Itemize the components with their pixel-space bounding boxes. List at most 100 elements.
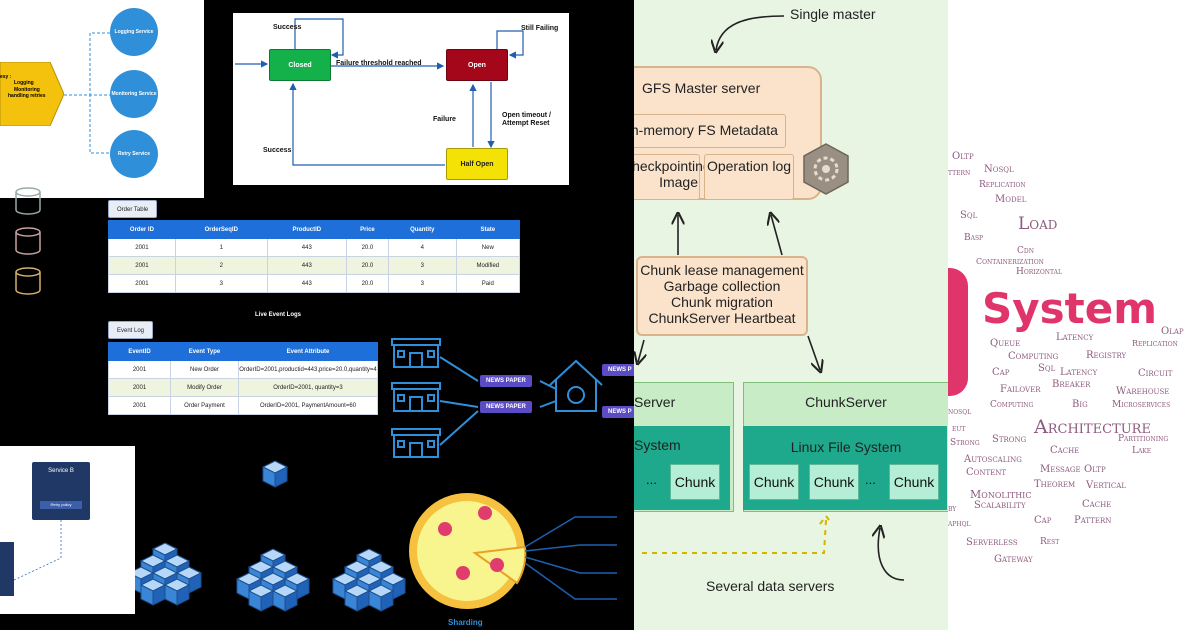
newspaper-houses-diagram — [391, 338, 603, 458]
table-cell: 2001 — [108, 378, 171, 397]
cloud-word: Cap — [992, 367, 1010, 378]
table-cell: 2 — [174, 256, 268, 275]
table-cell: Modified — [455, 256, 521, 275]
order-table: Order ID OrderSeqID ProductID Price Quan… — [108, 220, 521, 293]
cloud-word: Scalability — [974, 500, 1026, 511]
table-cell: 443 — [266, 256, 347, 275]
pink-shape — [948, 268, 968, 396]
retry-service-circle: Retry Service — [110, 130, 158, 178]
table-row: 2001 2 443 20.0 3 Modified — [108, 256, 521, 275]
table-row: 2001 Order Payment OrderID=2001, Payment… — [108, 396, 378, 415]
chunk-block: Chunk — [749, 464, 799, 500]
duty-item: Chunk migration — [671, 294, 773, 310]
yellow-shape-text: esy : Logging Monitoring handling retrie… — [0, 74, 58, 99]
event-log-header-row: EventID Event Type Event Attribute — [108, 342, 378, 361]
metadata-box — [634, 114, 786, 148]
gfs-arrows — [634, 15, 905, 581]
cloud-word: Containerization — [976, 257, 1044, 266]
distribution-house-icon — [549, 359, 603, 412]
chunkserver-right-title: ChunkServer — [805, 394, 887, 410]
cloud-word: Vertical — [1086, 480, 1126, 491]
checkpoint-label: Checkpointing Image — [634, 158, 711, 191]
cloud-word: Theorem — [1034, 479, 1076, 490]
order-header-order-id: Order ID — [108, 220, 176, 239]
chunkserver-left-title: Server — [634, 394, 676, 410]
oplog-label: Operation log — [706, 158, 792, 174]
live-event-logs-label: Live Event Logs — [255, 312, 302, 318]
single-master-note: Single master — [790, 6, 876, 22]
chunk-ellipsis: ... — [646, 472, 657, 487]
cloud-word: by — [948, 504, 957, 513]
table-cell: 2001 — [108, 274, 176, 293]
gfs-master-title: GFS Master server — [642, 80, 761, 96]
cloud-word: Strong — [950, 438, 980, 448]
cube-clusters — [135, 460, 406, 612]
monitoring-service-circle: Monitoring Service — [110, 70, 158, 118]
control-plane-box — [0, 542, 14, 596]
yellow-line-2: Logging — [14, 80, 34, 87]
table-cell: 20.0 — [345, 256, 389, 275]
duty-item: ChunkServer Heartbeat — [648, 310, 796, 326]
order-header-state: State — [455, 220, 521, 239]
cloud-word: Basp — [964, 233, 984, 243]
cloud-word: Failover — [1000, 384, 1041, 395]
service-b-title: Service B — [48, 468, 74, 474]
event-log-table: EventID Event Type Event Attribute 2001 … — [108, 342, 378, 415]
cloud-word: Model — [995, 194, 1027, 205]
newspaper-badge: NEWS PAPER — [480, 401, 532, 413]
newspaper-badge-cropped: NEWS P — [602, 406, 638, 418]
cloud-word: Cache — [1082, 499, 1112, 510]
success-top-label: Success — [273, 24, 302, 31]
table-row: 2001 1 443 20.0 4 New — [108, 238, 521, 257]
cloud-word: Replication — [979, 180, 1026, 190]
timeout-label: Open timeout / Attempt Reset — [502, 112, 551, 128]
database-cylinders — [15, 187, 41, 295]
still-failing-label: Still Failing — [521, 25, 559, 32]
table-cell: Modify Order — [170, 378, 239, 397]
cloud-word: Partitioning — [1118, 434, 1169, 444]
logging-service-circle: Logging Service — [110, 8, 158, 56]
cloud-word: Monolithic — [970, 488, 1032, 501]
cloud-word: Sql — [960, 210, 978, 221]
table-cell: New — [455, 238, 521, 257]
cloud-word: Autoscaling — [964, 454, 1022, 465]
table-cell: OrderID=2001,productid=443,price=20.0,qu… — [238, 360, 378, 379]
table-cell: 3 — [174, 274, 268, 293]
duty-item: Chunk lease management — [640, 262, 804, 278]
cloud-word: Oltp — [1084, 464, 1106, 475]
word-architecture: Architecture — [1034, 416, 1151, 438]
table-cell: 2001 — [108, 256, 176, 275]
cloud-word: Serverless — [966, 537, 1018, 548]
chunk-block: Chunk — [670, 464, 720, 500]
yellow-line-4: handling retries — [8, 92, 46, 99]
duty-item: Garbage collection — [663, 278, 781, 294]
oplog-box — [704, 154, 794, 200]
house-icon — [391, 428, 441, 458]
failure-label: Failure — [433, 116, 456, 123]
chunk-ellipsis: ... — [865, 472, 876, 487]
cloud-word: Strong — [992, 434, 1027, 445]
cloud-word: Gateway — [994, 554, 1033, 565]
order-table-title: Order Table — [108, 200, 158, 218]
cloud-word: Lake — [1132, 446, 1152, 456]
cloud-word: Cap — [1034, 515, 1052, 526]
cloud-word: Content — [966, 467, 1007, 478]
cloud-word: Latency — [1056, 332, 1094, 343]
cloud-word: Rest — [1040, 537, 1060, 547]
cloud-word: Olap — [1161, 326, 1184, 337]
cloud-word: Circuit — [1138, 368, 1173, 379]
cloud-word: Queue — [990, 338, 1021, 349]
table-cell: 3 — [387, 274, 457, 293]
event-header-id: EventID — [108, 342, 171, 361]
cloud-word: Warehouse — [1116, 386, 1170, 397]
cloud-word: aphql — [948, 519, 971, 529]
newspaper-badge-cropped: NEWS P — [602, 364, 638, 376]
cloud-word: Sql — [1038, 363, 1056, 374]
cloud-word: Breaker — [1052, 379, 1091, 390]
yellow-line-3: Monitoring — [14, 86, 40, 93]
sharding-label: Sharding — [448, 618, 483, 627]
cloud-word: Computing — [990, 400, 1034, 410]
house-icon — [391, 338, 441, 368]
table-cell: 443 — [266, 274, 347, 293]
table-cell: Order Payment — [170, 396, 239, 415]
